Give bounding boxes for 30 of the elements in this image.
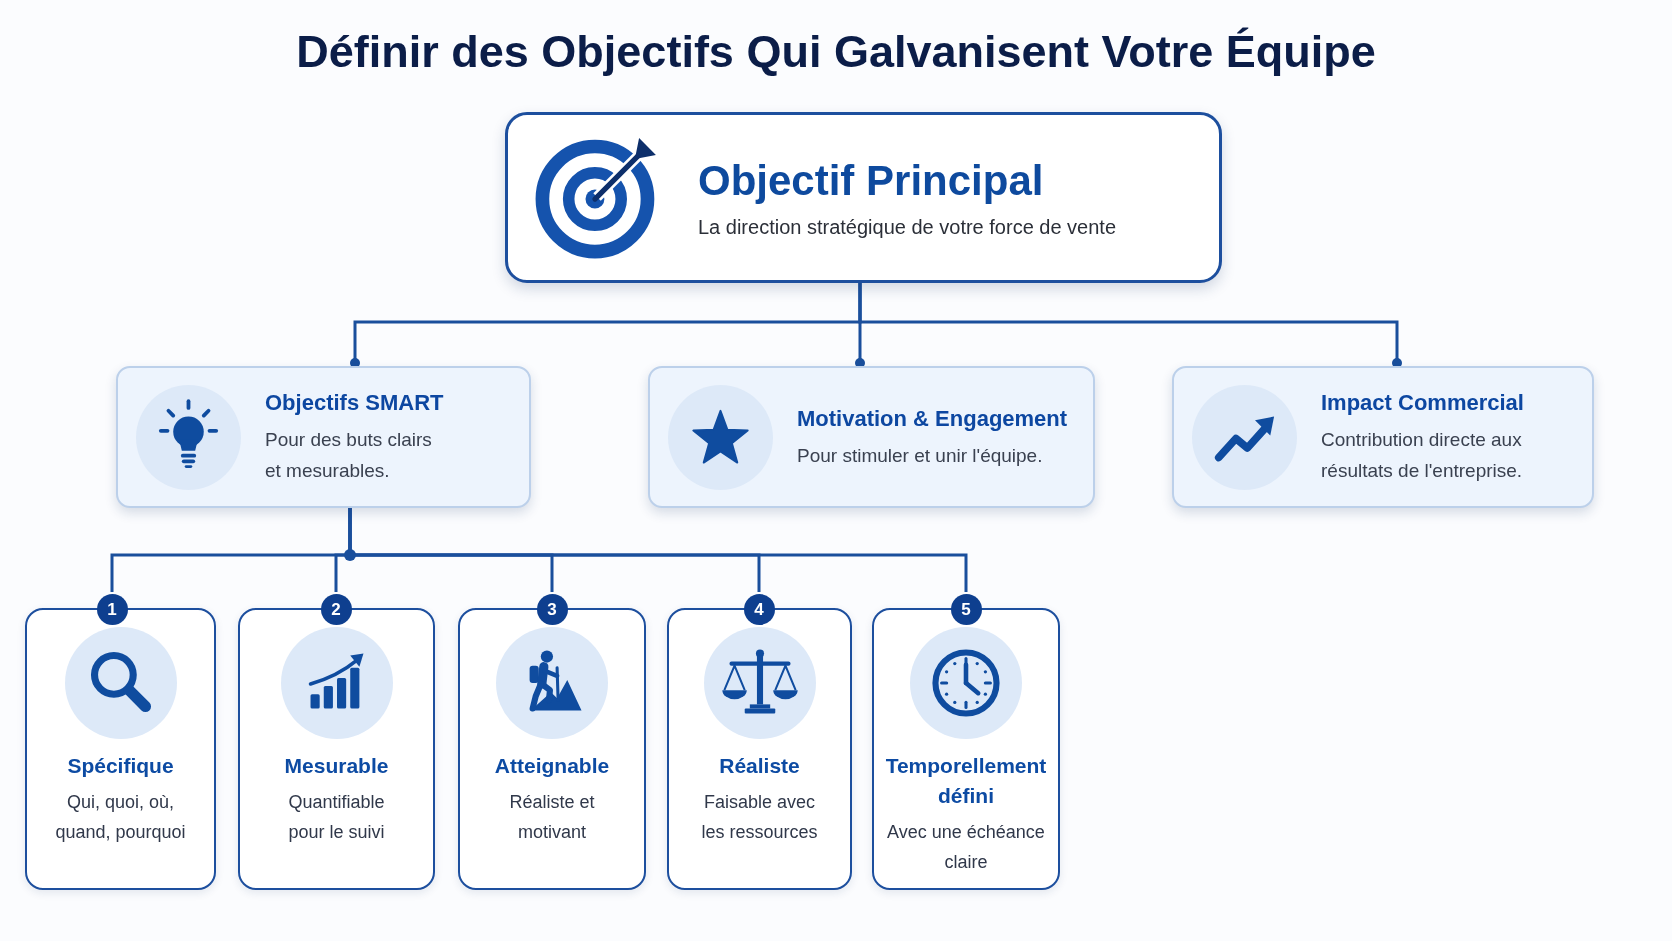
step-number-badge: 3 xyxy=(536,594,568,625)
step-number-badge: 4 xyxy=(743,594,775,625)
category-description: Pour des buts clairs et mesurables. xyxy=(265,428,433,483)
category-card xyxy=(1172,366,1594,508)
category-heading: Motivation & Engagement xyxy=(797,404,1068,433)
step-number-badge: 1 xyxy=(96,594,128,625)
category-heading: Impact Commercial xyxy=(1321,389,1524,417)
category-description: Pour stimuler et unir l'équipe. xyxy=(797,443,1043,468)
step-heading: Réaliste xyxy=(719,753,800,779)
goal-description: La direction stratégique de votre force de vente xyxy=(698,214,1117,240)
category-card xyxy=(648,366,1095,508)
step-description: Faisable avec les ressources xyxy=(700,791,819,844)
page-title: Définir des Objectifs Qui Galvanisent Votre Équipe xyxy=(296,25,1376,79)
step-number-badge: 5 xyxy=(950,594,982,625)
connector-line xyxy=(348,508,968,592)
step-description: Qui, quoi, où, quand, pourquoi xyxy=(54,791,187,844)
step-heading: Temporellement défini xyxy=(884,753,1048,809)
step-heading: Atteignable xyxy=(494,753,610,779)
step-description: Quantifiable pour le suivi xyxy=(287,791,386,844)
goal-box xyxy=(505,112,1222,283)
goal-heading: Objectif Principal xyxy=(698,155,1044,206)
step-number-badge: 2 xyxy=(320,594,352,625)
category-card xyxy=(116,366,531,508)
step-description: Réaliste et motivant xyxy=(508,791,596,844)
category-heading: Objectifs SMART xyxy=(265,389,444,417)
step-heading: Spécifique xyxy=(67,753,174,779)
step-heading: Mesurable xyxy=(284,753,389,779)
connector-line xyxy=(858,283,1402,368)
category-description: Contribution directe aux résultats de l'entreprise. xyxy=(1321,428,1524,483)
step-description: Avec une échéance claire xyxy=(886,821,1046,874)
